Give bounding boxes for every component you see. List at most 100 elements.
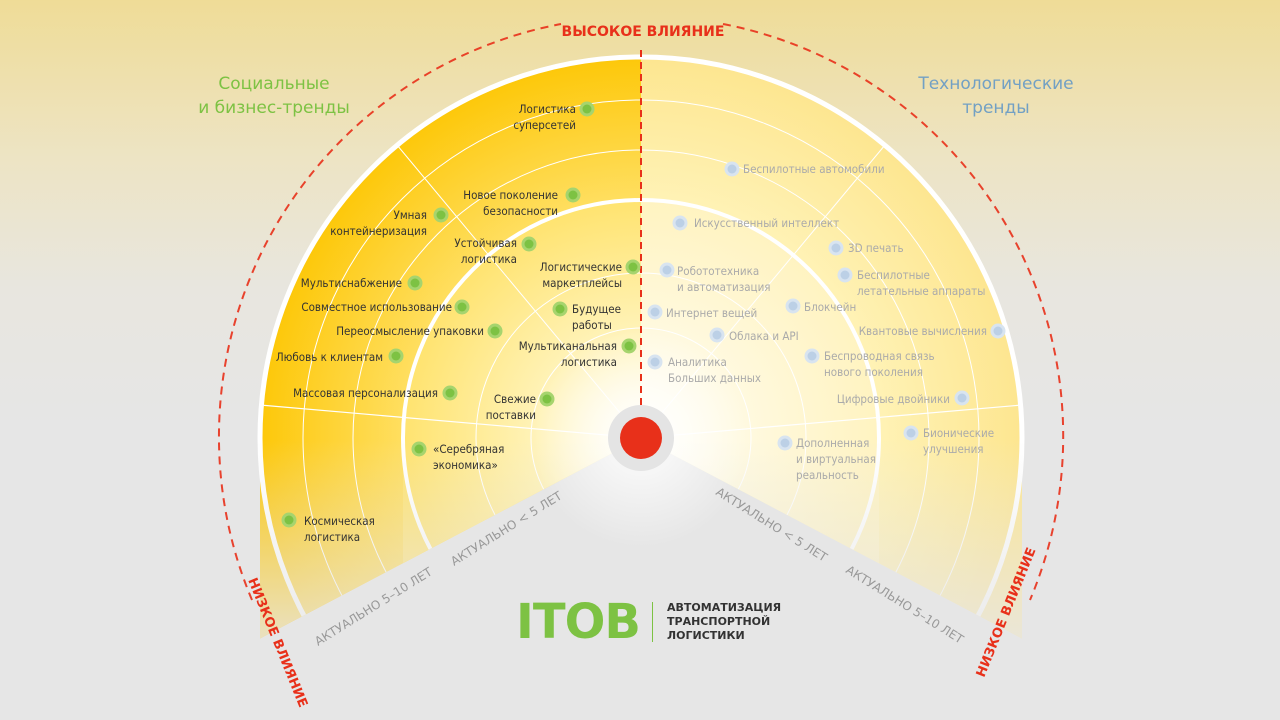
trend-dot-icon: [840, 270, 850, 280]
trend-dot-icon: [457, 302, 467, 312]
trend-dot-icon: [780, 438, 790, 448]
logo-caption: АВТОМАТИЗАЦИЯ ТРАНСПОРТНОЙ ЛОГИСТИКИ: [667, 601, 781, 643]
trend-dot-icon: [568, 190, 578, 200]
trend-dot-icon: [831, 243, 841, 253]
tech-trends-title: Технологические тренды: [896, 72, 1096, 120]
trend-dot-icon: [727, 164, 737, 174]
trend-label: Массовая персонализация: [293, 386, 438, 400]
trend-dot-icon: [993, 326, 1003, 336]
trend-label: Беспилотные автомобили: [743, 162, 885, 176]
trend-dot-icon: [436, 210, 446, 220]
trend-dot-icon: [284, 515, 294, 525]
trend-dot-icon: [957, 393, 967, 403]
trend-dot-icon: [391, 351, 401, 361]
trend-dot-icon: [445, 388, 455, 398]
trend-label: Мультиснабжение: [301, 276, 402, 290]
trend-dot-icon: [414, 444, 424, 454]
trend-dot-icon: [555, 304, 565, 314]
impact-arc: [217, 23, 562, 601]
trend-dot-icon: [650, 357, 660, 367]
logo-caption-line-3: ЛОГИСТИКИ: [667, 629, 745, 642]
trend-label: Квантовые вычисления: [859, 324, 987, 338]
trend-dot-icon: [650, 307, 660, 317]
trend-label: Цифровые двойники: [837, 392, 950, 406]
trend-label: Блокчейн: [804, 300, 856, 314]
social-title-line-1: Социальные: [218, 74, 330, 94]
trend-dot-icon: [788, 301, 798, 311]
trend-marker: 3D печать: [828, 240, 904, 256]
trend-label: Совместное использование: [301, 300, 452, 314]
tech-title-line-2: тренды: [962, 98, 1030, 118]
trend-dot-icon: [490, 326, 500, 336]
logo-mark: ITOB: [516, 594, 641, 650]
trend-dot-icon: [582, 104, 592, 114]
trend-marker: Облака и API: [709, 327, 799, 343]
trend-marker: Переосмысление упаковки: [336, 323, 503, 339]
trend-dot-icon: [524, 239, 534, 249]
logo-caption-line-1: АВТОМАТИЗАЦИЯ: [667, 601, 782, 614]
trend-marker: Интернет вещей: [647, 304, 757, 320]
trend-label: Облака и API: [729, 329, 799, 343]
trend-label: Искусственный интеллект: [694, 216, 839, 230]
trend-label: Переосмысление упаковки: [336, 324, 484, 338]
trend-dot-icon: [906, 428, 916, 438]
center-dot: [620, 417, 662, 459]
logo-caption-line-2: ТРАНСПОРТНОЙ: [667, 615, 771, 628]
trend-marker: Искусственный интеллект: [672, 215, 839, 231]
trend-marker: Блокчейн: [785, 298, 856, 314]
trend-label: Интернет вещей: [666, 306, 757, 320]
trend-marker: Массовая персонализация: [293, 385, 458, 401]
high-impact-label: ВЫСОКОЕ ВЛИЯНИЕ: [562, 24, 725, 40]
trend-marker: Беспилотные автомобили: [724, 161, 885, 177]
itob-logo: ITOB АВТОМАТИЗАЦИЯ ТРАНСПОРТНОЙ ЛОГИСТИК…: [516, 596, 781, 648]
trend-dot-icon: [662, 265, 672, 275]
trend-dot-icon: [675, 218, 685, 228]
logo-divider: [652, 602, 653, 642]
trend-dot-icon: [712, 330, 722, 340]
trend-marker: Квантовые вычисления: [859, 323, 1006, 339]
trend-dot-icon: [624, 341, 634, 351]
trend-label: Любовь к клиентам: [276, 350, 383, 364]
social-title-line-2: и бизнес-тренды: [198, 98, 350, 118]
trend-dot-icon: [807, 351, 817, 361]
trend-dot-icon: [410, 278, 420, 288]
trend-dot-icon: [628, 262, 638, 272]
trend-marker: Мультиснабжение: [301, 275, 423, 291]
social-trends-title: Социальные и бизнес-тренды: [174, 72, 374, 120]
trend-marker: Цифровые двойники: [837, 390, 970, 406]
trend-label: 3D печать: [848, 241, 904, 255]
tech-title-line-1: Технологические: [918, 74, 1074, 94]
